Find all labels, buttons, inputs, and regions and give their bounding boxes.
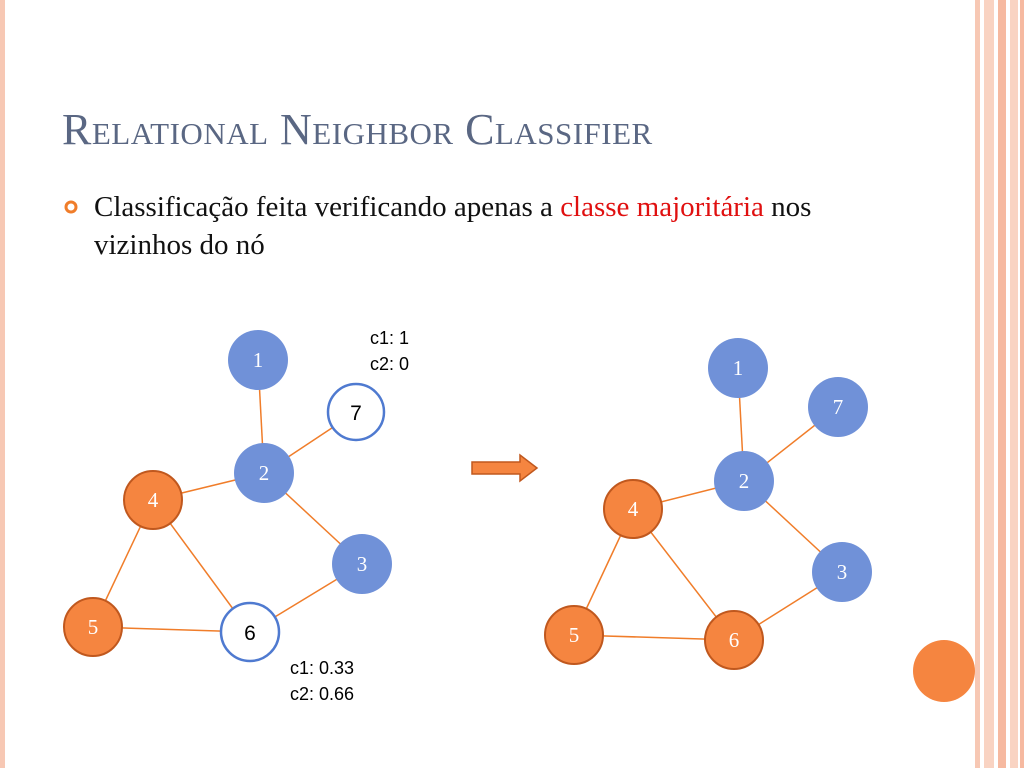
node-6-score-annotation: c1: 0.33 c2: 0.66 — [290, 655, 354, 707]
bullet-circle-icon — [64, 200, 78, 214]
bullet-text-before: Classificação feita verificando apenas a — [94, 191, 561, 223]
node-after-6: 6 — [704, 610, 764, 670]
node-2-label: 2 — [259, 461, 270, 485]
graph-before: 1 7 2 4 3 5 6 — [63, 330, 392, 663]
node-after-2: 2 — [714, 451, 774, 511]
transition-arrow — [471, 453, 539, 483]
slide-title: Relational Neighbor Classifier — [62, 105, 653, 154]
node-6-unknown: 6 — [219, 601, 281, 663]
node-after-6-label: 6 — [729, 628, 740, 652]
node-after-3: 3 — [812, 542, 872, 602]
node-4-label: 4 — [148, 488, 159, 512]
node-after-2-label: 2 — [739, 469, 750, 493]
right-arrow-icon — [471, 453, 539, 483]
node-after-4-label: 4 — [628, 497, 639, 521]
node-after-1-label: 1 — [733, 356, 744, 380]
node-7-unknown: 7 — [326, 382, 386, 442]
node-2: 2 — [234, 443, 294, 503]
graph-after: 1 7 2 4 3 5 6 — [544, 338, 872, 670]
node-6-score-c2: c2: 0.66 — [290, 684, 355, 704]
node-after-1: 1 — [708, 338, 768, 398]
node-after-7-label: 7 — [833, 395, 844, 419]
bullet-highlight: classe majoritária — [560, 191, 764, 223]
node-after-4: 4 — [603, 479, 663, 539]
node-after-3-label: 3 — [837, 560, 848, 584]
node-5: 5 — [63, 597, 123, 657]
node-1: 1 — [228, 330, 288, 390]
slide-frame-left — [0, 0, 5, 768]
node-6-label: 6 — [244, 622, 256, 645]
bullet-item: Classificação feita verificando apenas a… — [64, 188, 864, 264]
node-5-label: 5 — [88, 615, 99, 639]
node-3: 3 — [332, 534, 392, 594]
node-1-label: 1 — [253, 348, 264, 372]
node-7-score-c2: c2: 0 — [370, 354, 410, 374]
bullet-text-after: nos vizinhos do nó — [94, 191, 812, 261]
node-7-score-c1: c1: 1 — [370, 328, 410, 348]
node-3-label: 3 — [357, 552, 368, 576]
bullet-text: Classificação feita verificando apenas a… — [94, 188, 864, 264]
node-7-score-annotation: c1: 1 c2: 0 — [370, 325, 409, 377]
decorative-circle — [913, 640, 975, 702]
node-after-5-label: 5 — [569, 623, 580, 647]
node-7-label: 7 — [350, 402, 362, 425]
node-4: 4 — [123, 470, 183, 530]
slide-stripes-decoration — [964, 0, 1024, 768]
node-6-score-c1: c1: 0.33 — [290, 658, 355, 678]
node-after-5: 5 — [544, 605, 604, 665]
node-after-7: 7 — [808, 377, 868, 437]
